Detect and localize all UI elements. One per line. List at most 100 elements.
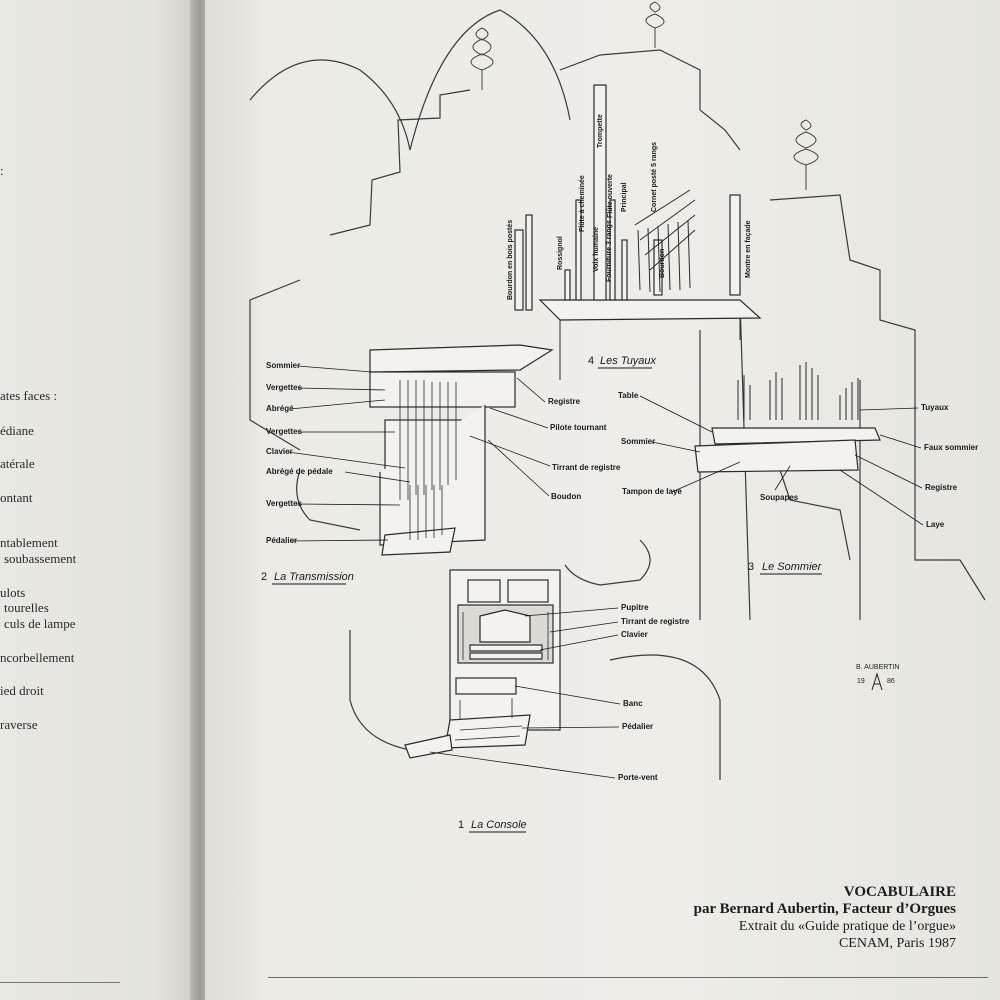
label-soupapes: Soupapes: [760, 493, 799, 502]
leader-line: [469, 435, 551, 467]
leader-line: [289, 539, 389, 542]
leader-line: [297, 365, 373, 373]
pipe: [514, 229, 524, 311]
right-molding: [760, 469, 851, 561]
left-page: : ates faces : édiane atérale ontant nta…: [0, 0, 196, 1000]
section-title-tuyaux: Les Tuyaux: [600, 355, 657, 367]
section-number: 2: [261, 571, 267, 583]
label-clavier: Clavier: [621, 630, 648, 639]
pipe-label: Trompette: [597, 114, 604, 148]
section-number: 1: [458, 819, 464, 831]
leader-line: [539, 634, 619, 651]
label-banc: Banc: [623, 699, 643, 708]
leader-line: [429, 751, 616, 779]
label-vergettes: Vergettes: [266, 383, 303, 392]
label-boudon: Boudon: [551, 492, 581, 501]
leader-line: [854, 454, 923, 489]
tower-top: [559, 49, 741, 151]
label-porte-vent: Porte-vent: [618, 773, 658, 782]
label-tuyaux: Tuyaux: [921, 403, 949, 412]
credits-publisher: CENAM, Paris 1987: [838, 936, 956, 951]
label-registre: Registre: [925, 483, 958, 492]
leader-line: [839, 469, 924, 526]
pipe-support: [559, 318, 741, 380]
pipe-label: Cornet posté 5 rangs: [651, 142, 658, 212]
pedal-trackers: [409, 485, 443, 540]
leader-line: [774, 465, 791, 491]
pipe-label: Fourniture 3 rangs: [606, 220, 613, 282]
leader-line: [524, 607, 619, 617]
leader-line: [489, 407, 549, 429]
mid-molding: [564, 539, 651, 586]
left-line: ied droit: [0, 683, 44, 698]
trackers: [399, 380, 457, 500]
left-line: soubassement: [4, 551, 77, 566]
arch-outline-left: [249, 59, 411, 151]
banc-bench: [455, 677, 517, 695]
case-steps-left: [329, 89, 471, 236]
leader-line: [639, 395, 713, 433]
pipe-label: Rossignol: [557, 236, 564, 270]
section-number: 3: [748, 561, 754, 573]
label-pilote-tournant: Pilote tournant: [550, 423, 607, 432]
label-clavier: Clavier: [266, 447, 293, 456]
left-line: raverse: [0, 717, 38, 732]
left-line: édiane: [0, 423, 34, 438]
leader-line: [295, 503, 401, 506]
label-pupitre: Pupitre: [621, 603, 649, 612]
transmission-box: [369, 371, 516, 408]
mid-left-curve: [296, 469, 361, 531]
label-pedalier: Pédalier: [266, 536, 297, 545]
pipe-label: Voix humaine: [593, 227, 600, 272]
finial-center: [470, 27, 494, 90]
leader-line: [344, 471, 411, 483]
leader-line: [671, 461, 741, 493]
console-panel: [507, 579, 549, 603]
console-pedalier: [444, 714, 531, 749]
leader-line: [859, 407, 919, 411]
label-tirant-registre: Tirrant de registre: [552, 463, 621, 472]
left-line: ntablement: [0, 535, 58, 550]
pipe-montre: [729, 194, 741, 296]
left-line: ates faces :: [0, 388, 58, 403]
label-pedalier: Pédalier: [622, 722, 653, 731]
transmission-pedalier: [381, 527, 456, 556]
sommier-pipes: [737, 362, 859, 420]
pipe-cluster: [634, 189, 696, 293]
pipe-label: Flûte ouverte: [607, 174, 614, 218]
clavier-keys: [469, 652, 543, 660]
signature-name: B. AUBERTIN: [856, 664, 899, 671]
section-title-console: La Console: [471, 819, 527, 831]
credits-source: Extrait du «Guide pratique de l’orgue»: [738, 919, 956, 934]
label-vergettes: Vergettes: [266, 427, 303, 436]
left-line: tourelles: [4, 600, 49, 615]
lower-arch: [609, 654, 721, 780]
pipe: [621, 239, 628, 301]
left-line: ncorbellement: [0, 650, 75, 665]
leader-line: [651, 441, 701, 453]
pipe: [525, 214, 533, 311]
clavier-keys: [469, 644, 543, 652]
sommier-table: [711, 427, 881, 445]
pipe: [609, 199, 616, 301]
left-line: atérale: [0, 456, 35, 471]
leader-line: [297, 387, 386, 391]
left-line: ulots: [0, 585, 26, 600]
left-line: culs de lampe: [4, 616, 76, 631]
pipe-platform: [538, 299, 762, 321]
footer-rule: [268, 977, 988, 978]
porte-vent: [404, 734, 453, 759]
pipe-trompette: [593, 84, 607, 301]
pedal-keys: [454, 725, 523, 741]
label-vergettes: Vergettes: [266, 499, 303, 508]
label-registre: Registre: [548, 397, 581, 406]
label-abrege: Abrégé: [266, 404, 294, 413]
pipe: [575, 199, 582, 301]
leader-line: [516, 377, 546, 403]
pipe-label: Bourdon en bois postés: [507, 220, 514, 300]
label-tirant-registre: Tirrant de registre: [621, 617, 690, 626]
leader-line: [514, 685, 621, 705]
bench-legs: [459, 698, 513, 720]
left-page-rule: [0, 982, 120, 983]
